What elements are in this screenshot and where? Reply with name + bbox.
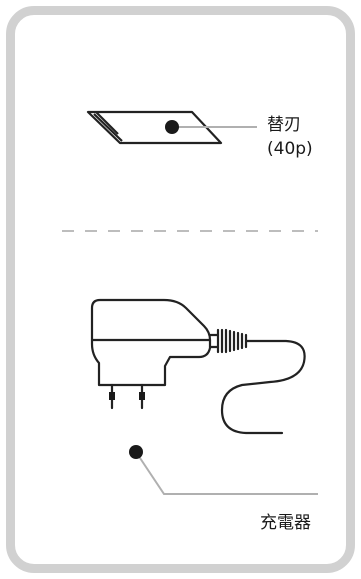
blade-icon [86, 110, 223, 145]
contents-card [6, 6, 355, 573]
charger-marker-dot [129, 445, 143, 459]
charger-icon [90, 298, 306, 435]
plug-prongs [109, 392, 145, 400]
blade-quantity-label: (40p) [267, 139, 313, 159]
blade-label: 替刃 [267, 115, 301, 135]
charger-label: 充電器 [260, 513, 311, 533]
blade-marker-dot [165, 120, 179, 134]
charger-leader-line [135, 451, 318, 495]
